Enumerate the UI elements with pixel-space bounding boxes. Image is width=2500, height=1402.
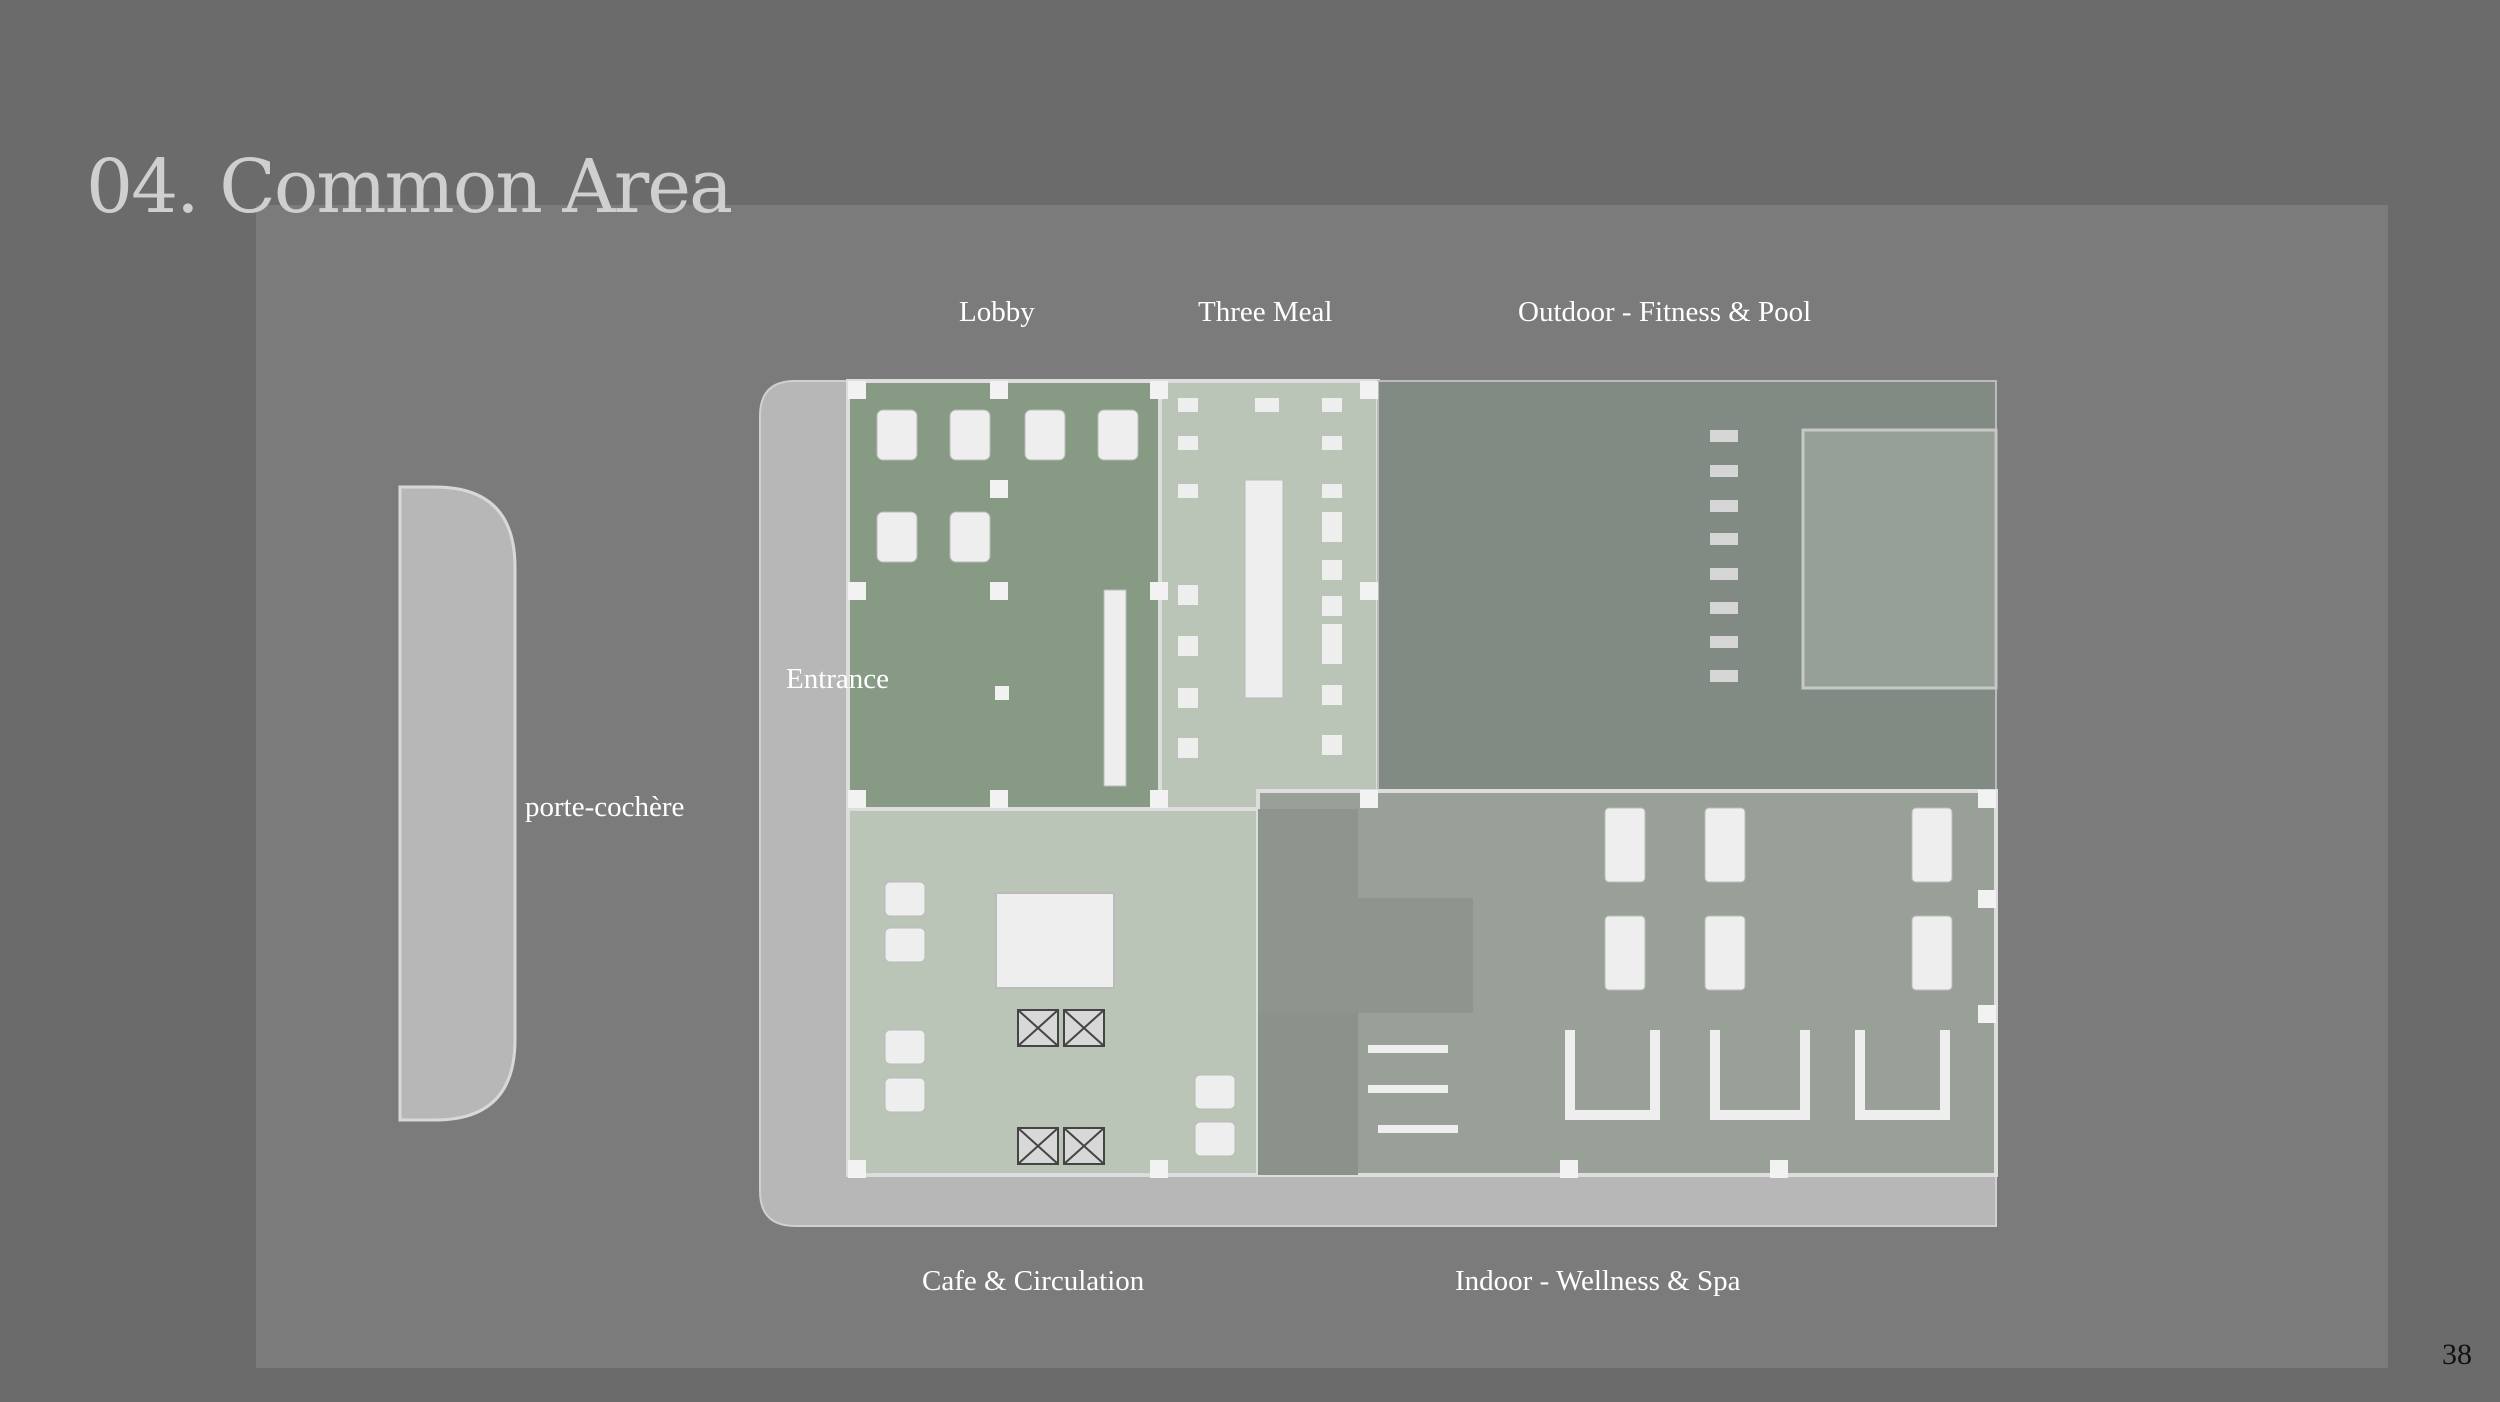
cafe-counter <box>995 892 1115 989</box>
buffet-counter <box>1244 479 1284 699</box>
label-porte-cochere: porte-cochère <box>525 791 685 823</box>
label-entrance: Entrance <box>786 663 890 695</box>
outdoor-loungers <box>1710 430 1738 682</box>
columns <box>848 381 1996 1178</box>
changing-benches <box>1368 1045 1458 1133</box>
elevators <box>1017 1009 1105 1165</box>
pool <box>1801 428 1998 690</box>
label-lobby: Lobby <box>959 296 1035 328</box>
porte-cochere-drive <box>398 485 517 1122</box>
reception-desk <box>1103 589 1127 787</box>
entrance-driveway <box>759 380 1997 1227</box>
cafe-area <box>846 807 1260 1177</box>
slide-title: 04. Common Area <box>86 144 733 230</box>
lobby-seating <box>876 409 1139 563</box>
label-indoor: Indoor - Wellness & Spa <box>1455 1265 1741 1297</box>
dining-tables <box>1178 398 1342 758</box>
label-cafe: Cafe & Circulation <box>922 1265 1145 1297</box>
page-number: 38 <box>2442 1338 2472 1371</box>
label-three-meal: Three Meal <box>1198 296 1333 328</box>
treatment-rooms <box>1604 807 1953 991</box>
label-outdoor: Outdoor - Fitness & Pool <box>1518 296 1812 328</box>
spa-pools <box>1565 1030 1950 1120</box>
cafe-seating <box>884 881 1236 1157</box>
